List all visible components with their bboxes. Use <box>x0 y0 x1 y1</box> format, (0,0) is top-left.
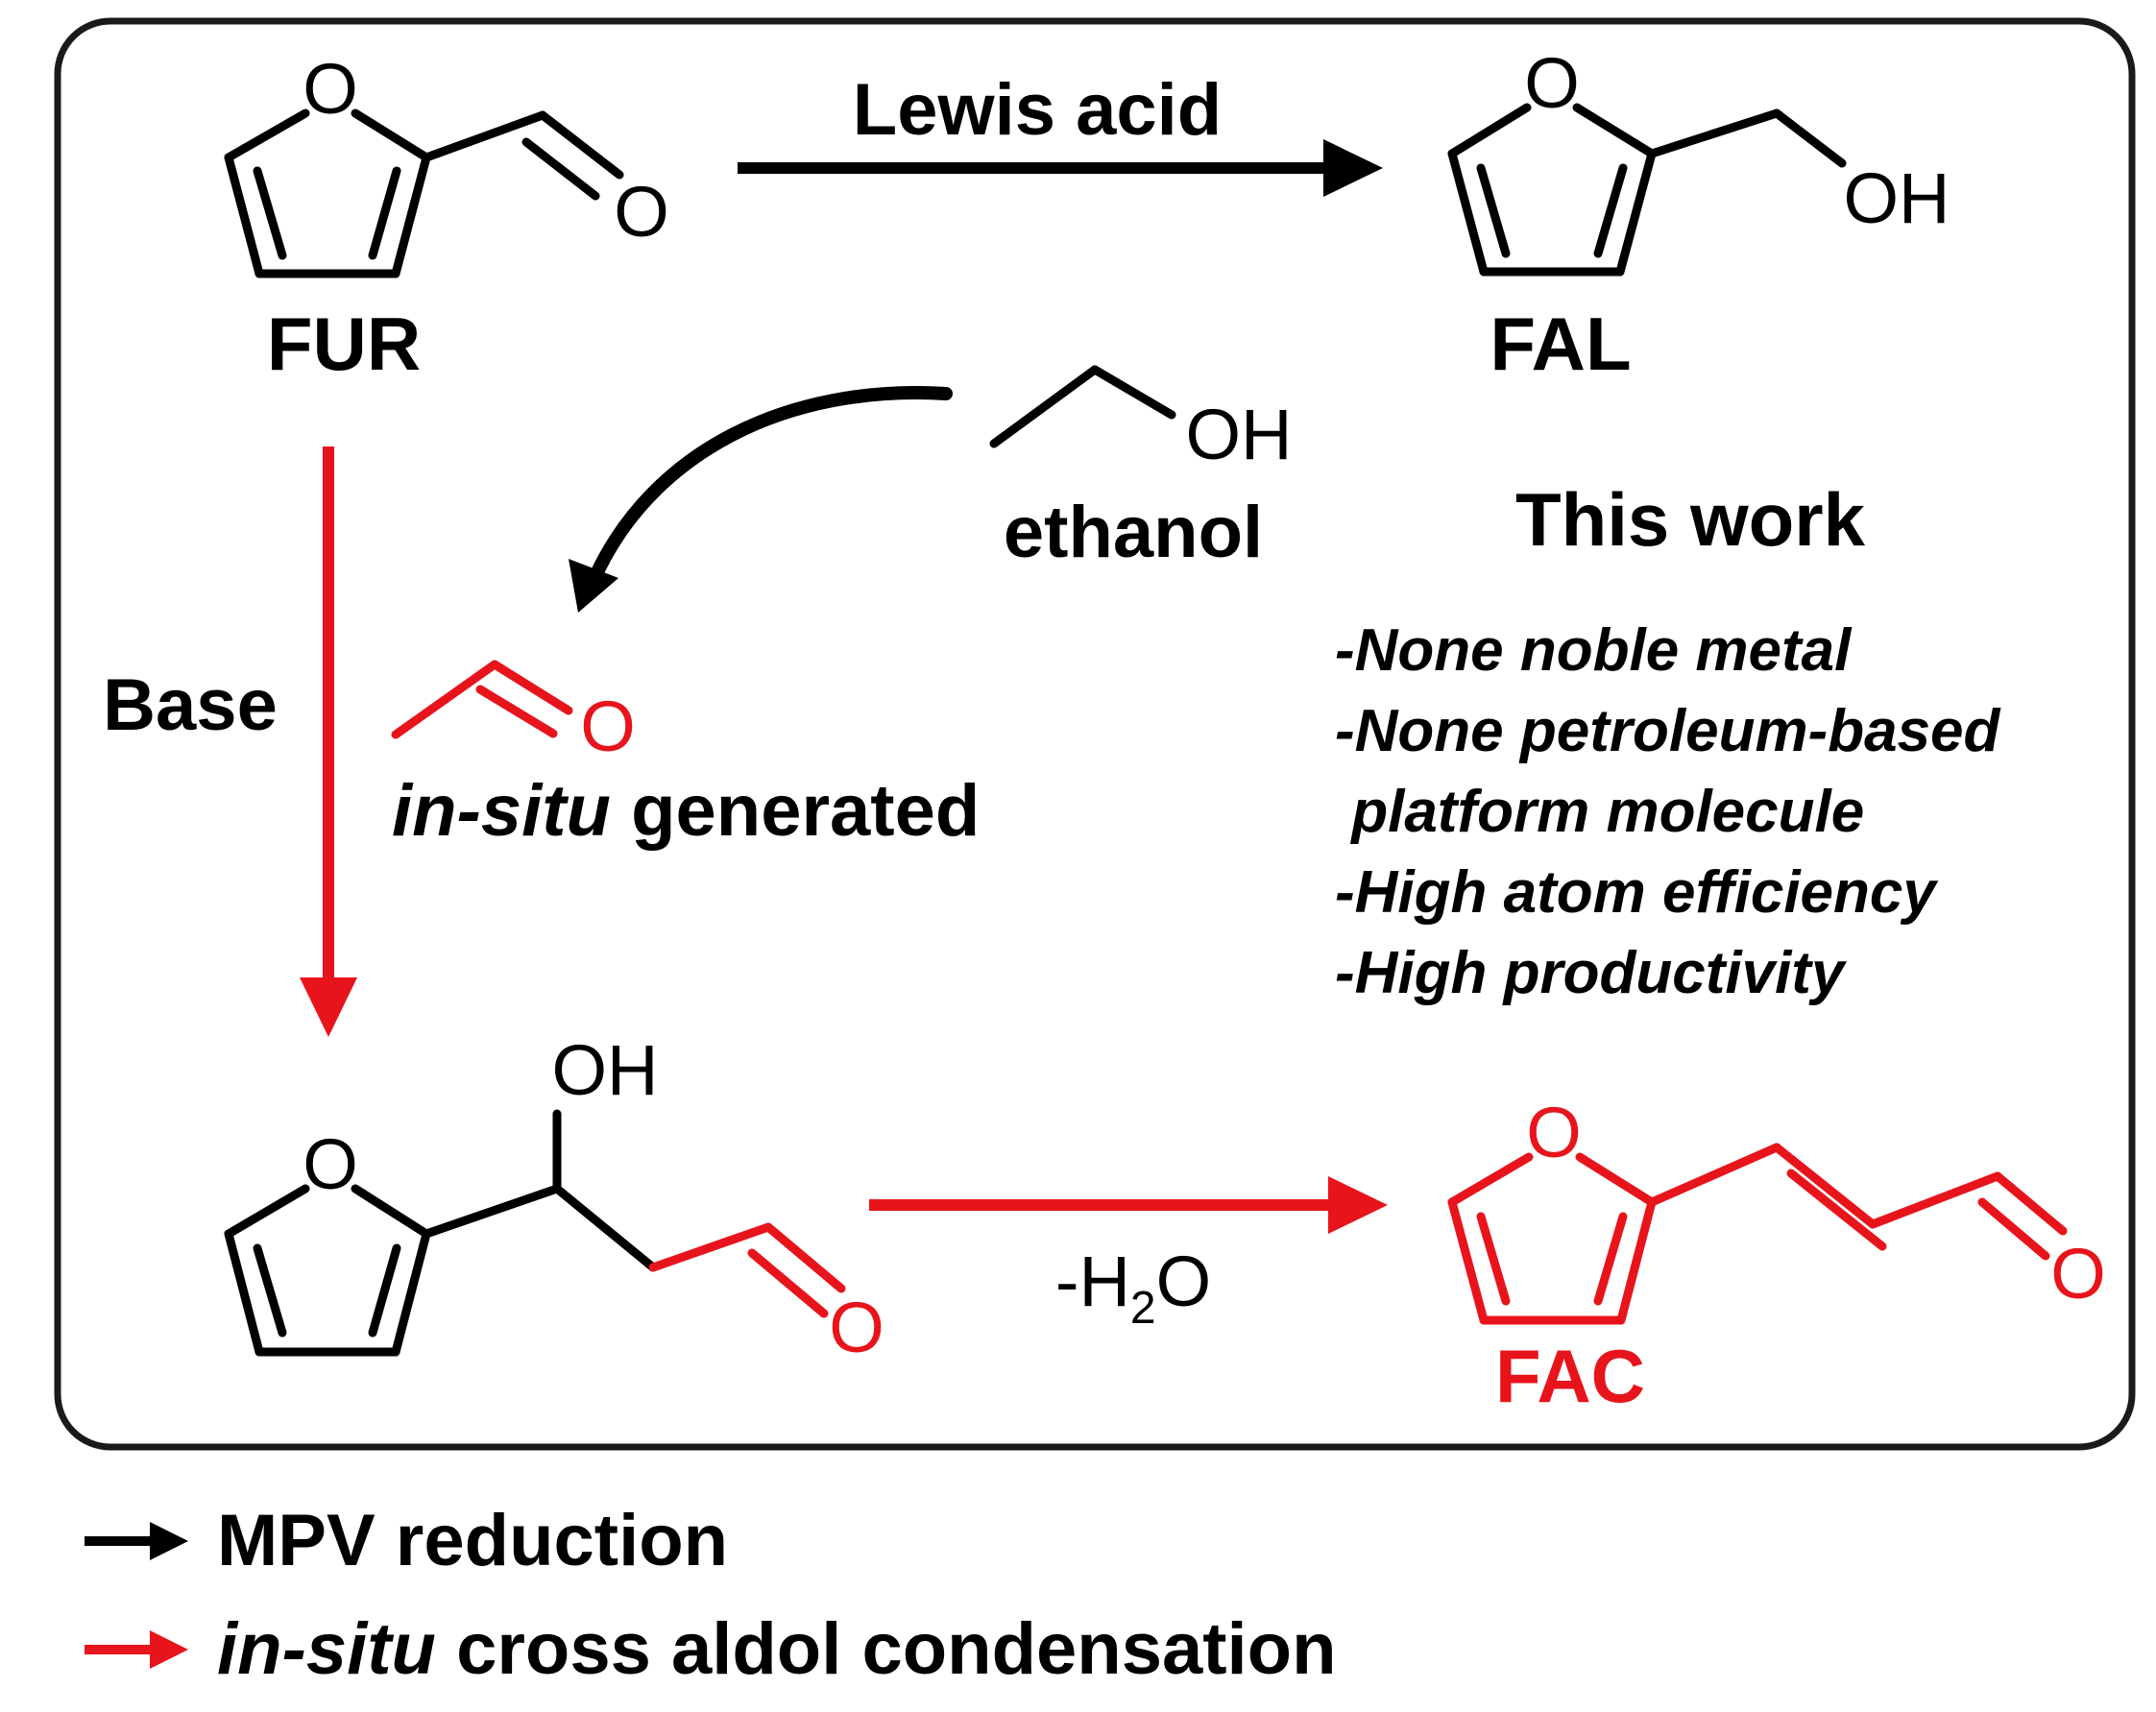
fal-label: FAL <box>1490 301 1631 386</box>
fur-label: FUR <box>267 301 421 386</box>
dehydration-arrowhead <box>1328 1176 1388 1234</box>
ethanol-curved-arrowhead <box>569 559 618 613</box>
aldol-adduct-molecule <box>224 1109 846 1357</box>
this-work-point: -High productivity <box>1335 940 1848 1006</box>
dehydration-suffix: O <box>1156 1242 1212 1321</box>
scheme-frame <box>54 17 2136 1451</box>
fal-hydroxyl: OH <box>1844 158 1950 238</box>
aldol-carbonyl-oxygen: O <box>829 1288 884 1367</box>
acetaldehyde-molecule <box>391 660 573 739</box>
ethanol-curved-arrow <box>589 386 953 583</box>
aldol-hydroxyl: OH <box>552 1030 659 1110</box>
fac-molecule <box>1447 1143 2068 1325</box>
this-work-title: This work <box>1515 477 1866 562</box>
fac-carbonyl-oxygen: O <box>2050 1234 2106 1314</box>
legend-aldol-italic: in-situ <box>217 1608 436 1690</box>
base-arrowhead <box>300 977 357 1037</box>
fal-ring-oxygen: O <box>1524 43 1580 123</box>
ethanol-label: ethanol <box>1004 492 1263 573</box>
acetaldehyde-oxygen: O <box>580 687 636 766</box>
acetaldehyde-label-italic: in-situ <box>392 770 611 852</box>
this-work-point: platform molecule <box>1335 779 1864 845</box>
dehydration-subscript: 2 <box>1130 1283 1156 1334</box>
aldol-ring-oxygen: O <box>303 1124 358 1204</box>
fur-carbonyl-oxygen: O <box>614 172 669 252</box>
this-work-point: -None petroleum-based <box>1335 698 2001 764</box>
legend-aldol-label: in-situ cross aldol condensation <box>217 1608 1337 1690</box>
this-work-point: -High atom efficiency <box>1335 859 1939 926</box>
legend: MPV reduction in-situ cross aldol conden… <box>85 1500 1337 1690</box>
fur-molecule <box>224 109 624 278</box>
fac-ring-oxygen: O <box>1526 1093 1582 1172</box>
this-work-point: -None noble metal <box>1335 617 1853 684</box>
ethanol-molecule <box>989 365 1176 448</box>
lewis-acid-label: Lewis acid <box>853 69 1222 151</box>
legend-aldol-rest: cross aldol condensation <box>436 1608 1337 1690</box>
legend-black-arrowhead <box>150 1522 188 1560</box>
ethanol-hydroxyl: OH <box>1186 395 1293 474</box>
this-work-points: -None noble metal -None petroleum-based … <box>1335 617 2001 1006</box>
dehydration-label: -H2O <box>1055 1242 1211 1334</box>
acetaldehyde-label-rest: generated <box>611 770 980 852</box>
acetaldehyde-label: in-situ generated <box>392 770 980 852</box>
fur-ring-oxygen: O <box>303 49 358 129</box>
fac-label: FAC <box>1495 1334 1645 1418</box>
legend-red-arrowhead <box>150 1630 188 1669</box>
fal-molecule <box>1447 103 1847 277</box>
legend-mpv-label: MPV reduction <box>217 1500 728 1581</box>
dehydration-prefix: -H <box>1055 1242 1130 1321</box>
lewis-acid-arrowhead <box>1323 139 1383 197</box>
base-label: Base <box>103 664 278 746</box>
